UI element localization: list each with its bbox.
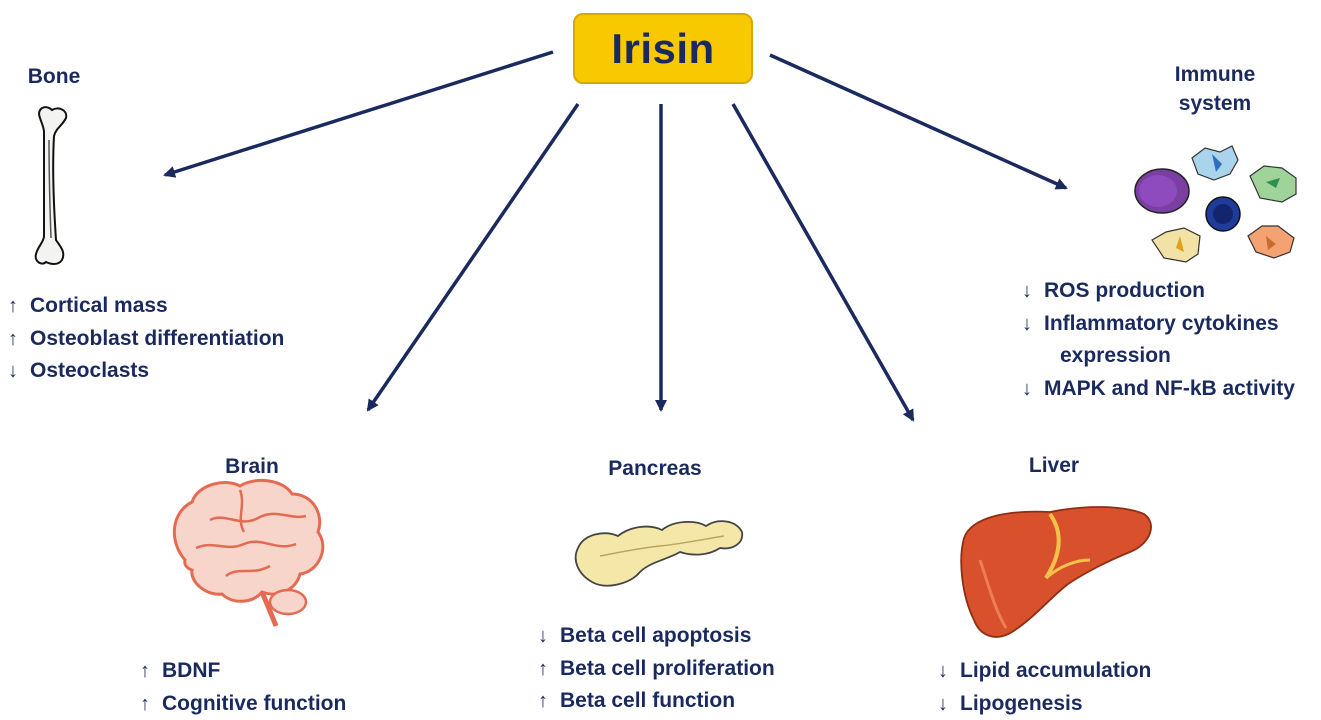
pancreas-effect-2: ↑Beta cell proliferation	[538, 653, 775, 686]
brain-effect-1: ↑BDNF	[140, 655, 346, 688]
pancreas-effects: ↓Beta cell apoptosis ↑Beta cell prolifer…	[538, 620, 775, 718]
bone-effect-1: ↑Cortical mass	[8, 290, 284, 323]
liver-effects: ↓Lipid accumulation ↓Lipogenesis	[938, 655, 1151, 720]
pancreas-effect-1: ↓Beta cell apoptosis	[538, 620, 775, 653]
arrow-to-immune	[770, 55, 1066, 188]
bone-effect-2: ↑Osteoblast differentiation	[8, 323, 284, 356]
liver-effect-2: ↓Lipogenesis	[938, 688, 1151, 720]
arrow-to-bone	[165, 52, 553, 175]
bone-label: Bone	[22, 62, 86, 91]
liver-effect-1: ↓Lipid accumulation	[938, 655, 1151, 688]
immune-effects: ↓ROS production ↓Inflammatory cytokines …	[1022, 275, 1295, 405]
immune-cells-icon	[1135, 146, 1296, 262]
liver-icon	[961, 507, 1151, 637]
brain-effects: ↑BDNF ↑Cognitive function	[140, 655, 346, 720]
immune-label-line1: Immune	[1160, 60, 1270, 89]
immune-effect-1: ↓ROS production	[1022, 275, 1295, 308]
immune-effect-2: ↓Inflammatory cytokines	[1022, 308, 1295, 341]
bone-effects: ↑Cortical mass ↑Osteoblast differentiati…	[8, 290, 284, 388]
immune-effect-2-continued: expression	[1022, 340, 1295, 373]
bone-effect-3: ↓Osteoclasts	[8, 355, 284, 388]
liver-label: Liver	[1016, 451, 1092, 480]
brain-icon	[174, 480, 323, 626]
immune-label: Immune system	[1160, 60, 1270, 118]
irisin-title: Irisin	[611, 25, 714, 73]
brain-effect-2: ↑Cognitive function	[140, 688, 346, 720]
irisin-title-box: Irisin	[573, 13, 753, 84]
immune-label-line2: system	[1160, 89, 1270, 118]
arrow-to-liver	[733, 104, 913, 420]
brain-label: Brain	[200, 452, 304, 481]
immune-effect-3: ↓MAPK and NF-kB activity	[1022, 373, 1295, 406]
pancreas-label: Pancreas	[590, 454, 720, 483]
pancreas-icon	[576, 521, 743, 585]
pancreas-effect-3: ↑Beta cell function	[538, 685, 775, 718]
arrow-to-brain	[368, 104, 578, 410]
bone-icon	[36, 107, 67, 264]
